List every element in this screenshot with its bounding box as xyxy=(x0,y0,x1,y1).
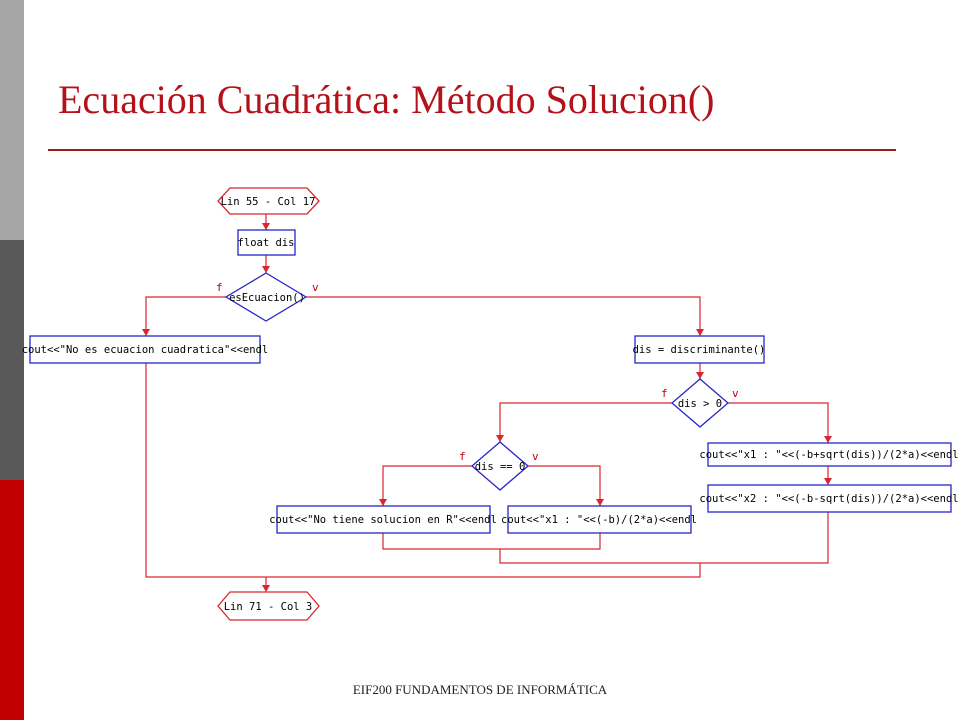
decision-es-ecuacion-label: esEcuacion() xyxy=(229,292,305,304)
slide-footer: EIF200 FUNDAMENTOS DE INFORMÁTICA xyxy=(352,682,608,697)
end-terminal-label: Lin 71 - Col 3 xyxy=(224,601,313,613)
decision-dis-zero-label: dis == 0 xyxy=(475,461,526,473)
sidebar-segment-gray xyxy=(0,0,24,240)
output-no-solucion: cout<<"No tiene solucion en R"<<endl xyxy=(269,505,497,534)
decision-es-ecuacion-false-label: f xyxy=(216,281,223,294)
flow-connectors xyxy=(145,214,829,592)
decision-dis-zero: dis == 0 f v xyxy=(459,441,539,491)
output-no-ecuacion-label: cout<<"No es ecuacion cuadratica"<<endl xyxy=(22,344,269,356)
sidebar-segment-dark xyxy=(0,240,24,480)
output-x2-minus: cout<<"x2 : "<<(-b-sqrt(dis))/(2*a)<<end… xyxy=(699,484,959,513)
decision-dis-positive-true-label: v xyxy=(732,387,739,400)
assign-discriminante-box: dis = discriminante() xyxy=(633,335,766,364)
start-terminal-label: Lin 55 - Col 17 xyxy=(221,196,316,208)
start-terminal: Lin 55 - Col 17 xyxy=(217,187,320,215)
decision-dis-positive-label: dis > 0 xyxy=(678,398,722,410)
declare-box-label: float dis xyxy=(238,237,295,249)
declare-box: float dis xyxy=(237,229,296,256)
flow-arrowheads xyxy=(142,223,832,592)
output-no-solucion-label: cout<<"No tiene solucion en R"<<endl xyxy=(269,514,497,526)
title-underline xyxy=(48,149,896,151)
decision-es-ecuacion: esEcuacion() f v xyxy=(216,272,319,322)
slide-title: Ecuación Cuadrática: Método Solucion() xyxy=(58,77,715,122)
output-x1-plus-label: cout<<"x1 : "<<(-b+sqrt(dis))/(2*a)<<end… xyxy=(699,449,958,461)
output-x1-single-label: cout<<"x1 : "<<(-b)/(2*a)<<endl xyxy=(501,514,697,526)
output-x1-single: cout<<"x1 : "<<(-b)/(2*a)<<endl xyxy=(501,505,697,534)
decision-dis-zero-false-label: f xyxy=(459,450,466,463)
output-x2-minus-label: cout<<"x2 : "<<(-b-sqrt(dis))/(2*a)<<end… xyxy=(699,493,958,505)
decision-dis-positive: dis > 0 f v xyxy=(661,378,739,428)
sidebar-segment-red xyxy=(0,480,24,720)
end-terminal: Lin 71 - Col 3 xyxy=(217,591,320,621)
sidebar-stripe xyxy=(0,0,24,720)
decision-dis-positive-false-label: f xyxy=(661,387,668,400)
output-x1-plus: cout<<"x1 : "<<(-b+sqrt(dis))/(2*a)<<end… xyxy=(699,442,959,467)
assign-discriminante-label: dis = discriminante() xyxy=(633,344,766,356)
decision-es-ecuacion-true-label: v xyxy=(312,281,319,294)
decision-dis-zero-true-label: v xyxy=(532,450,539,463)
output-no-ecuacion: cout<<"No es ecuacion cuadratica"<<endl xyxy=(22,335,269,364)
